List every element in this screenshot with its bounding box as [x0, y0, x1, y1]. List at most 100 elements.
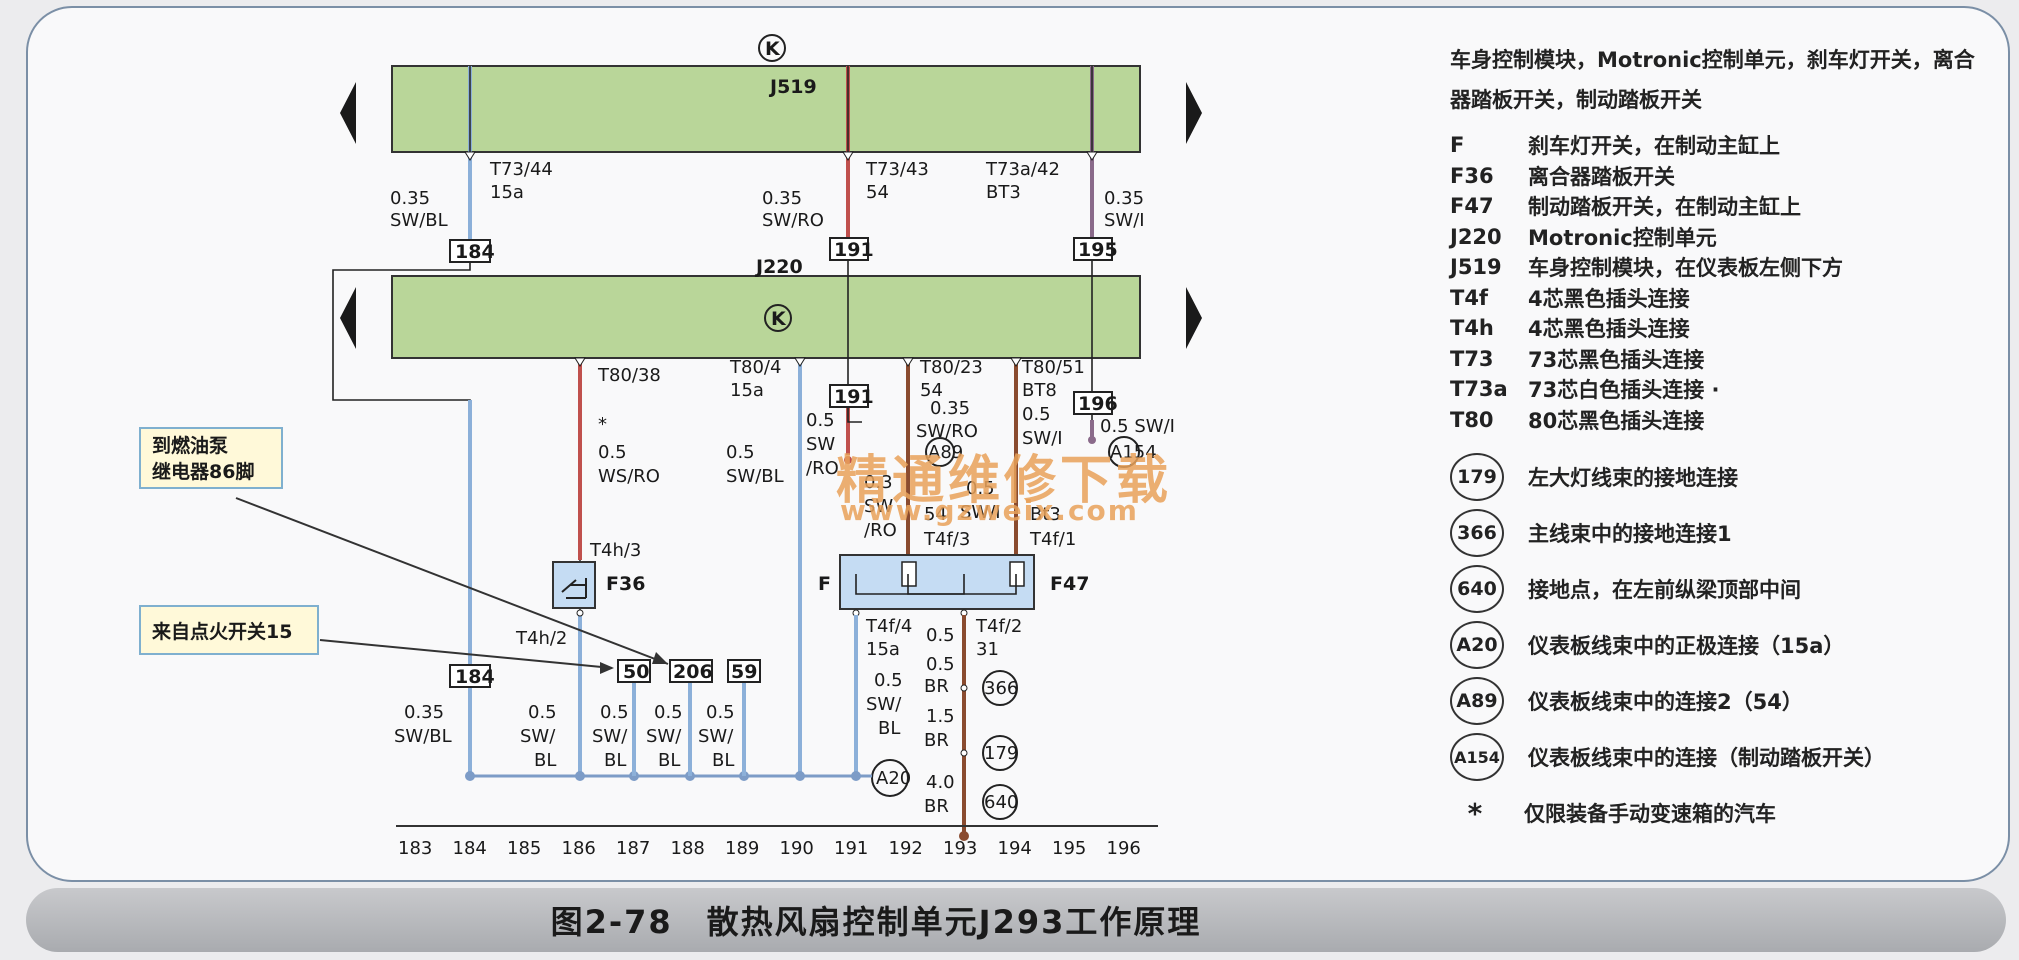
diagram-label: 0.5	[1022, 404, 1051, 425]
legend-desc: 73芯黑色插头连接	[1528, 347, 1705, 372]
left-arrow-j220	[340, 287, 356, 349]
diagram-label: 0.5 SW/I	[1100, 416, 1175, 437]
diagram-label: BL	[658, 750, 680, 771]
connector-50: 50	[617, 659, 651, 683]
diagram-label: SW/I	[960, 502, 1001, 523]
rail-number: 192	[889, 838, 923, 859]
diagram-label: Bt3	[1030, 504, 1061, 525]
callout-ignition: 来自点火开关15	[139, 605, 614, 674]
figure-caption: 图2-78 散热风扇控制单元J293工作原理	[550, 903, 1202, 941]
k-symbol-j220: K	[771, 308, 787, 330]
callout-fuel-pump: 到燃油泵 继电器86脚	[139, 427, 669, 665]
diagram-label: BR	[924, 730, 949, 751]
diagram-label: 0.35	[930, 398, 970, 419]
rail-number: 188	[671, 838, 705, 859]
diagram-label: 来自点火开关15	[152, 620, 292, 643]
diagram-label: A20	[876, 768, 911, 789]
diagram-label: SW/	[866, 694, 902, 715]
diagram-label: SW/BL	[394, 726, 452, 747]
rail-number: 183	[398, 838, 432, 859]
diagram-label: 54	[924, 504, 947, 525]
ground-point-icon: A154	[1450, 733, 1504, 781]
diagram-label: 54	[866, 182, 889, 203]
ground-point-icon: A89	[1450, 677, 1504, 725]
diagram-label: BR	[924, 796, 949, 817]
diagram-label: BL	[878, 718, 900, 739]
diagram-label: T4h/2	[515, 628, 567, 649]
connector-191-top: 191	[829, 237, 874, 261]
rail-number: 185	[507, 838, 541, 859]
legend-code: F36	[1450, 163, 1494, 188]
legend-desc: 主线束中的接地连接1	[1528, 522, 1732, 546]
f36-switch	[552, 561, 596, 617]
diagram-label: SW/BL	[726, 466, 784, 487]
legend-row: F 刹车灯开关，在制动主缸上	[1450, 130, 1990, 161]
connector-196: 196	[1073, 391, 1118, 415]
k-symbol-icon	[764, 304, 792, 332]
legend-row: T73a 73芯白色插头连接 ·	[1450, 374, 1990, 405]
rail-number: 194	[998, 838, 1032, 859]
diagram-label: SW/	[646, 726, 682, 747]
diagram-label: 54	[920, 380, 943, 401]
diagram-label: 0.5	[874, 670, 903, 691]
diagram-label: 195	[1078, 239, 1118, 261]
rail-number: 190	[780, 838, 814, 859]
legend-panel: 车身控制模块，Motronic控制单元，刹车灯开关，离合器踏板开关，制动踏板开关…	[1450, 40, 1990, 841]
diagram-label: SW/	[520, 726, 556, 747]
legend-code: T4f	[1450, 285, 1489, 310]
diagram-label: 0.5	[654, 702, 683, 723]
legend-circle-row: *仅限装备手动变速箱的汽车	[1450, 785, 1990, 841]
legend-code: J519	[1450, 255, 1502, 280]
right-arrow-j220	[1186, 287, 1202, 349]
legend-desc: 4芯黑色插头连接	[1528, 286, 1690, 311]
rail-number: 187	[616, 838, 650, 859]
wiring-diagram: .t { font-family:"DejaVu Sans", sans-ser…	[139, 34, 1202, 859]
diagram-label: 366	[984, 678, 1018, 699]
diagram-label: /RO	[864, 520, 897, 541]
legend-desc: 接地点，在左前纵梁顶部中间	[1528, 578, 1801, 602]
left-arrow-j519	[340, 82, 356, 144]
diagram-label: SW/	[592, 726, 628, 747]
legend-code: F47	[1450, 194, 1494, 219]
legend-code: F	[1450, 133, 1465, 158]
diagram-label: 191	[834, 239, 874, 261]
diagram-label: 0.5	[806, 410, 835, 431]
diagram-label: 15a	[866, 639, 900, 660]
ground-179-icon	[982, 735, 1018, 771]
diagram-label: BR	[924, 676, 949, 697]
diagram-label: 1.5	[926, 706, 955, 727]
diagram-label: T80/4	[729, 357, 781, 378]
legend-code: T73a	[1450, 377, 1508, 402]
legend-desc: 仪表板线束中的连接2（54）	[1528, 690, 1803, 714]
diagram-label: 196	[1078, 393, 1118, 415]
diagram-label: T80/51	[1021, 357, 1085, 378]
legend-desc: 73芯白色插头连接 ·	[1528, 378, 1720, 403]
rail-number: 189	[725, 838, 759, 859]
connector-206: 206	[669, 659, 713, 683]
connector-195: 195	[1073, 237, 1118, 261]
diagram-label: 0.5	[528, 702, 557, 723]
legend-code: T4h	[1450, 316, 1494, 341]
legend-desc: 刹车灯开关，在制动主缸上	[1528, 134, 1780, 159]
legend-circle-row: A89 仪表板线束中的连接2（54）	[1450, 673, 1990, 729]
diagram-label: T73a/42	[985, 159, 1060, 180]
diagram-label: 0.5	[926, 654, 955, 675]
diagram-label: 0.5	[600, 702, 629, 723]
ground-point-icon: A20	[1450, 621, 1504, 669]
diagram-label: *	[598, 414, 607, 435]
caption-bar: 图2-78 散热风扇控制单元J293工作原理	[26, 888, 2006, 952]
a20-icon	[871, 759, 909, 797]
diagram-label: 184	[455, 666, 495, 688]
legend-desc: 仪表板线束中的正极连接（15a）	[1528, 634, 1845, 658]
diagram-label: BT3	[986, 182, 1021, 203]
diagram-label: 50	[623, 661, 649, 683]
diagram-label: 0.3	[864, 472, 893, 493]
ground-640-icon	[982, 784, 1018, 820]
